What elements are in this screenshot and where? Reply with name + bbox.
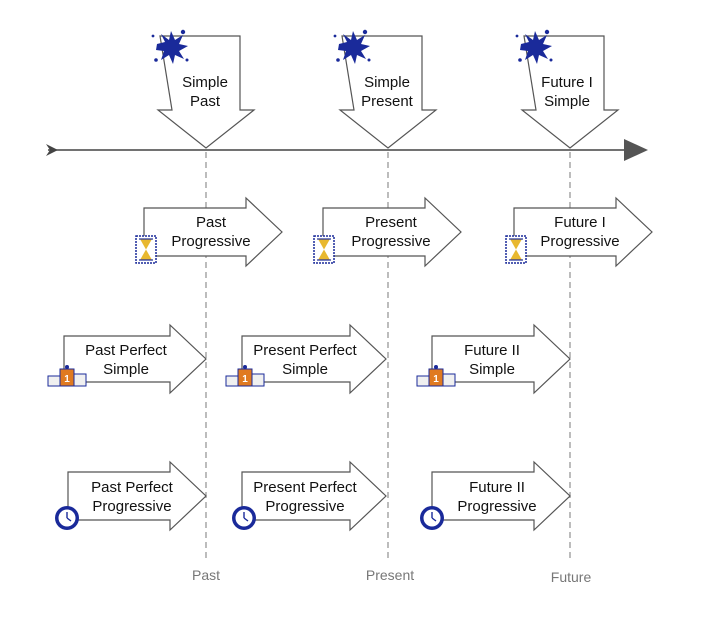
clock-icon: [420, 506, 444, 530]
splash-icon: [515, 29, 553, 64]
time-label-present: Present: [366, 567, 414, 583]
simple-past-line2: Past: [190, 93, 221, 110]
clock-icon: [232, 506, 256, 530]
past-perfect-progressive-arrow: Past Perfect Progressive: [67, 460, 207, 532]
future-perfect-simple-line1: Future II: [464, 342, 520, 359]
future-progressive-line2: Progressive: [540, 233, 619, 250]
simple-present-arrow: Simple Present: [338, 35, 438, 149]
hourglass-icon: [135, 235, 157, 264]
future-perfect-simple-arrow: Future II Simple: [431, 323, 571, 395]
future-simple-line1: Future I: [541, 74, 593, 91]
past-perfect-progressive-line1: Past Perfect: [91, 479, 174, 496]
splash-icon: [333, 29, 371, 64]
podium-icon: 1: [416, 365, 456, 387]
future-progressive-line1: Future I: [554, 214, 606, 231]
present-progressive-line1: Present: [365, 214, 418, 231]
simple-present-line2: Present: [361, 93, 414, 110]
present-perfect-progressive-line1: Present Perfect: [253, 479, 357, 496]
past-perfect-simple-line1: Past Perfect: [85, 342, 168, 359]
svg-text:1: 1: [242, 374, 248, 385]
past-perfect-progressive-line2: Progressive: [92, 498, 171, 515]
future-perfect-progressive-arrow: Future II Progressive: [431, 460, 571, 532]
splash-icon: [151, 29, 189, 64]
future-simple-arrow: Future I Simple: [520, 35, 620, 149]
podium-icon: 1: [47, 365, 87, 387]
future-progressive-arrow: Future I Progressive: [513, 196, 653, 268]
svg-text:1: 1: [433, 374, 439, 385]
present-perfect-progressive-arrow: Present Perfect Progressive: [241, 460, 387, 532]
time-label-future: Future: [551, 569, 592, 585]
present-perfect-progressive-line2: Progressive: [265, 498, 344, 515]
past-perfect-simple-line2: Simple: [103, 361, 149, 378]
time-label-past: Past: [192, 567, 220, 583]
present-perfect-simple-arrow: Present Perfect Simple: [241, 323, 387, 395]
future-simple-line2: Simple: [544, 93, 590, 110]
clock-icon: [55, 506, 79, 530]
timeline-tail: [46, 144, 58, 156]
timeline-arrowhead: [624, 139, 648, 161]
future-perfect-progressive-line2: Progressive: [457, 498, 536, 515]
future-perfect-simple-line2: Simple: [469, 361, 515, 378]
future-perfect-progressive-line1: Future II: [469, 479, 525, 496]
present-perfect-simple-line2: Simple: [282, 361, 328, 378]
hourglass-icon: [505, 235, 527, 264]
hourglass-icon: [313, 235, 335, 264]
past-progressive-line1: Past: [196, 214, 227, 231]
podium-icon: 1: [225, 365, 265, 387]
simple-past-arrow: Simple Past: [156, 35, 256, 149]
past-perfect-simple-arrow: Past Perfect Simple: [63, 323, 207, 395]
past-progressive-arrow: Past Progressive: [143, 196, 283, 268]
simple-present-line1: Simple: [364, 74, 410, 91]
present-progressive-arrow: Present Progressive: [322, 196, 462, 268]
simple-past-line1: Simple: [182, 74, 228, 91]
present-progressive-line2: Progressive: [351, 233, 430, 250]
svg-text:1: 1: [64, 374, 70, 385]
past-progressive-line2: Progressive: [171, 233, 250, 250]
present-perfect-simple-line1: Present Perfect: [253, 342, 357, 359]
